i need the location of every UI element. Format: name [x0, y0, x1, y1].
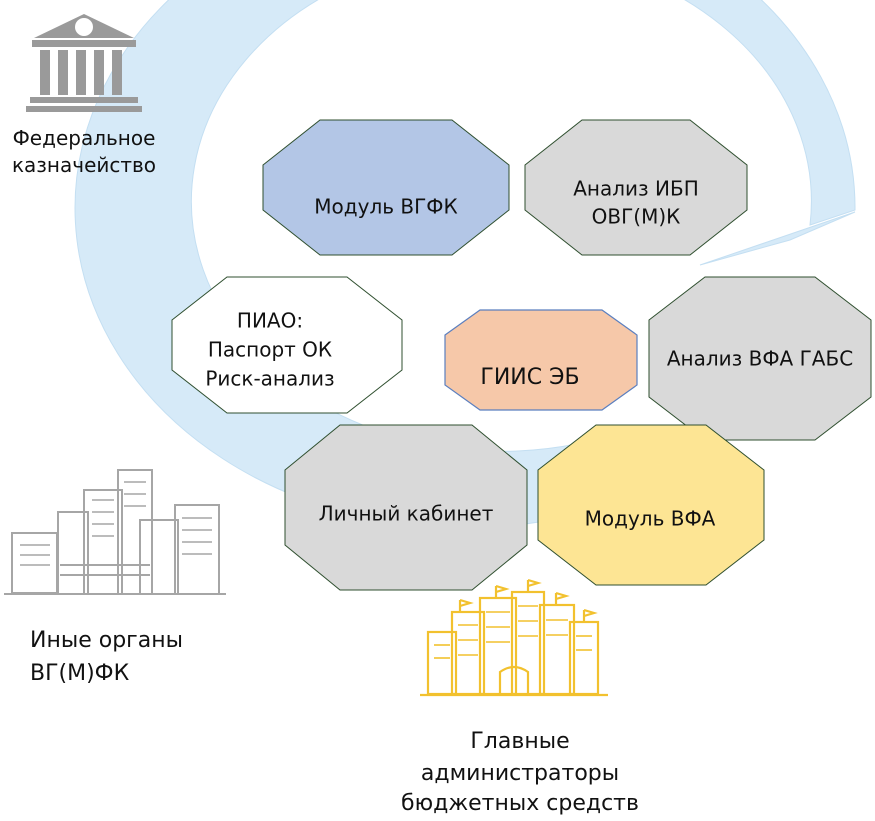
hex-vgfk[interactable]: [262, 119, 510, 256]
main-admins-caption-3: бюджетных средств: [401, 791, 639, 816]
cycle-arrow-head: [699, 211, 856, 266]
other-bodies-caption-1: Иные органы: [30, 628, 183, 653]
city-buildings-icon: [4, 469, 226, 595]
hex-giis-eb[interactable]: [444, 309, 638, 411]
hex-ibp-label-2: ОВГ(М)К: [592, 205, 681, 229]
treasury-caption-1: Федеральное: [13, 126, 156, 150]
hex-cabinet[interactable]: [284, 424, 528, 591]
government-building-icon: [26, 14, 142, 112]
hex-piao-label-1: ПИАО:: [237, 309, 303, 333]
main-admins-caption-2: администраторы: [421, 761, 619, 786]
hex-vfa[interactable]: [537, 424, 765, 586]
hex-ibp-label-1: Анализ ИБП: [573, 177, 699, 201]
hex-vfa-gabs-label: Анализ ВФА ГАБС: [667, 347, 853, 371]
hex-piao-label-3: Риск-анализ: [205, 367, 334, 391]
main-admins-caption-1: Главные: [470, 729, 569, 754]
hex-vgfk-label: Модуль ВГФК: [314, 195, 457, 219]
hex-modules: Модуль ВГФК Анализ ИБП ОВГ(М)К ПИАО: Пас…: [171, 119, 872, 591]
other-bodies-caption-2: ВГ(М)ФК: [30, 661, 130, 686]
hex-giis-eb-label: ГИИС ЭБ: [480, 365, 579, 390]
hex-vfa-label: Модуль ВФА: [585, 507, 716, 531]
treasury-caption-2: казначейство: [12, 153, 156, 177]
hex-piao-label-2: Паспорт ОК: [208, 338, 332, 362]
hex-vfa-gabs[interactable]: [648, 276, 872, 441]
hex-piao[interactable]: [171, 276, 403, 414]
hex-ibp[interactable]: [524, 119, 748, 256]
city-flags-icon: [420, 578, 608, 697]
hex-cabinet-label: Личный кабинет: [319, 502, 494, 526]
